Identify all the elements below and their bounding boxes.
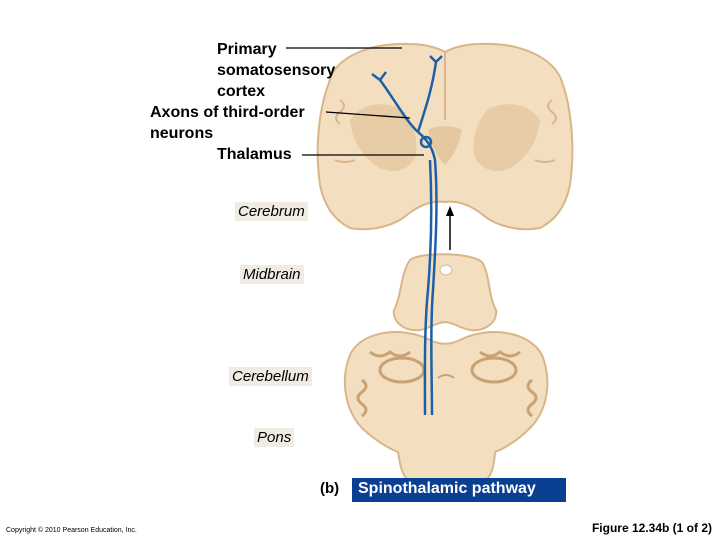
label-cerebrum: Cerebrum — [235, 202, 308, 221]
label-cortex: cortex — [217, 83, 266, 100]
label-cerebellum: Cerebellum — [229, 367, 312, 386]
figure-reference: Figure 12.34b (1 of 2) — [591, 521, 712, 535]
caption-title: Spinothalamic pathway — [352, 478, 566, 502]
cerebrum-section — [316, 42, 574, 231]
spinothalamic-fibers — [371, 55, 443, 416]
leader-lines — [286, 47, 424, 156]
label-thalamus: Thalamus — [217, 146, 292, 163]
label-axons: Axons of third-order — [150, 104, 305, 121]
label-midbrain: Midbrain — [240, 265, 304, 284]
midbrain-section — [392, 253, 498, 332]
upward-arrow — [446, 206, 454, 250]
cerebellum-pons-section — [343, 331, 549, 481]
label-somatosensory: somatosensory — [217, 62, 336, 79]
copyright-text: Copyright © 2010 Pearson Education, Inc. — [6, 527, 137, 534]
caption-letter: (b) — [320, 480, 340, 497]
label-primary: Primary — [217, 41, 277, 58]
label-neurons: neurons — [150, 125, 214, 142]
label-pons: Pons — [254, 428, 295, 447]
